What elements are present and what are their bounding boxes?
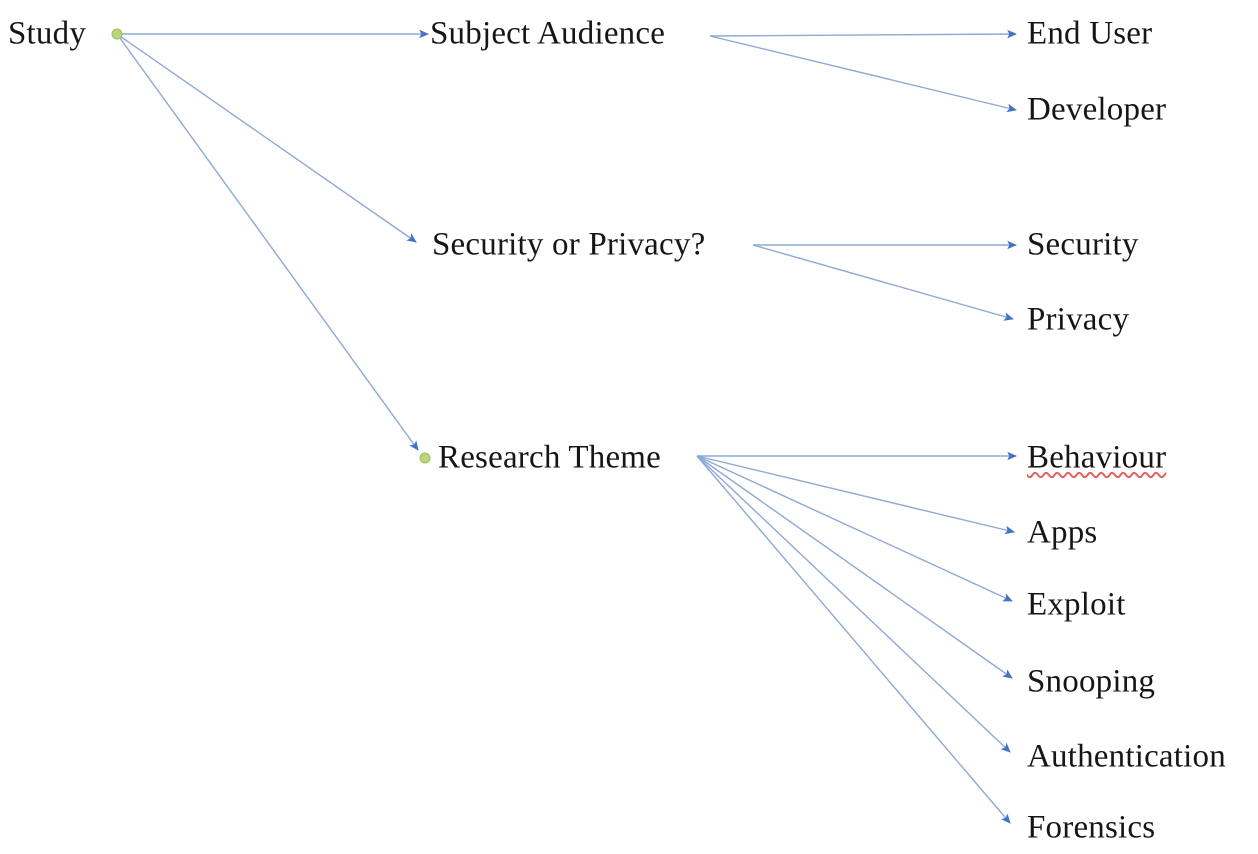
node-study[interactable]: Study xyxy=(8,15,87,52)
node-forensics[interactable]: Forensics xyxy=(1027,809,1156,846)
edge-research-theme-to-forensics xyxy=(696,455,1011,824)
edges xyxy=(116,29,1017,824)
node-developer[interactable]: Developer xyxy=(1027,91,1167,128)
edge-research-theme-to-snooping xyxy=(696,455,1013,679)
edge-subject-audience-to-end-user xyxy=(709,29,1017,39)
node-research-theme[interactable]: Research Theme xyxy=(438,439,662,476)
edge-research-theme-to-apps xyxy=(696,455,1015,535)
edge-research-theme-to-exploit xyxy=(696,455,1013,602)
node-end-user[interactable]: End User xyxy=(1027,15,1153,52)
edge-study-to-security-or-privacy xyxy=(116,33,417,243)
node-behaviour[interactable]: Behaviour xyxy=(1027,439,1167,476)
node-snooping[interactable]: Snooping xyxy=(1027,663,1156,700)
node-privacy[interactable]: Privacy xyxy=(1027,301,1130,338)
edge-subject-audience-to-developer xyxy=(709,35,1017,113)
connector-dot-study[interactable] xyxy=(111,28,123,40)
node-exploit[interactable]: Exploit xyxy=(1027,586,1126,623)
edge-research-theme-to-authentication xyxy=(696,455,1011,753)
node-apps[interactable]: Apps xyxy=(1027,514,1098,551)
node-authentication[interactable]: Authentication xyxy=(1027,738,1226,775)
connector-dot-research-theme[interactable] xyxy=(419,452,431,464)
node-subject-audience[interactable]: Subject Audience xyxy=(430,15,666,52)
edge-study-to-research-theme xyxy=(116,33,419,451)
node-security[interactable]: Security xyxy=(1027,226,1139,263)
node-security-or-privacy[interactable]: Security or Privacy? xyxy=(432,226,706,263)
edge-security-or-privacy-to-privacy xyxy=(752,244,1014,321)
